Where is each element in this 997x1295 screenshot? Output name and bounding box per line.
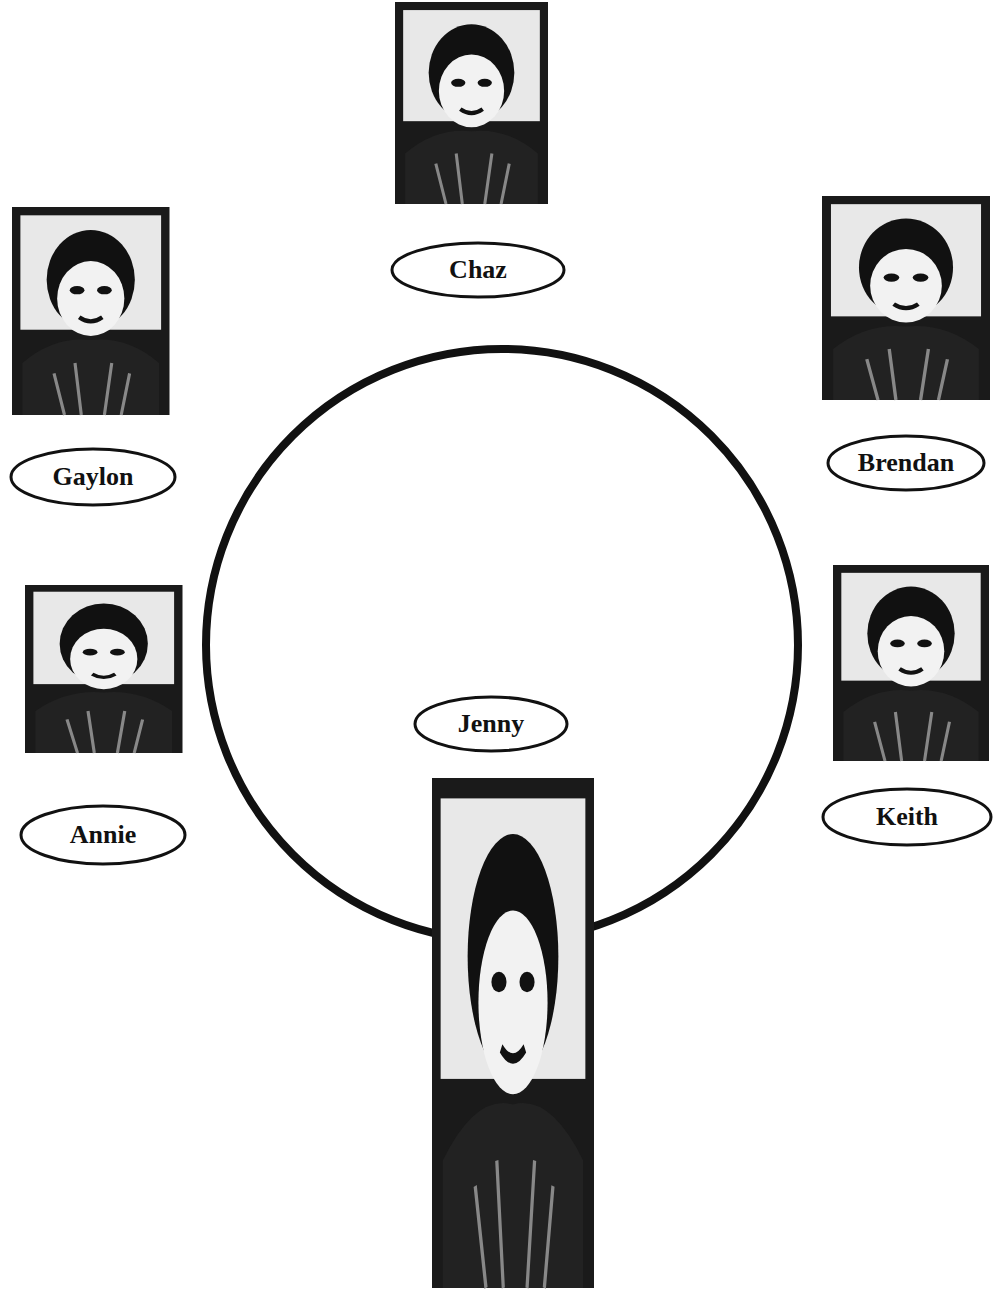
portrait-photo bbox=[395, 2, 548, 204]
portrait-photo bbox=[12, 207, 170, 415]
person-name: Annie bbox=[70, 821, 136, 850]
portrait-photo bbox=[432, 778, 594, 1288]
person-name: Brendan bbox=[858, 449, 954, 478]
portrait-photo bbox=[822, 196, 990, 400]
portrait-photo bbox=[833, 565, 989, 761]
name-oval: Jenny bbox=[413, 695, 569, 753]
name-oval: Gaylon bbox=[9, 447, 177, 507]
name-oval: Chaz bbox=[390, 241, 566, 299]
person-name: Gaylon bbox=[53, 463, 134, 492]
name-oval: Brendan bbox=[826, 434, 986, 492]
name-oval: Keith bbox=[821, 787, 993, 847]
person-name: Chaz bbox=[449, 256, 507, 285]
portrait-photo bbox=[25, 585, 183, 753]
person-name: Keith bbox=[876, 803, 938, 832]
name-oval: Annie bbox=[19, 804, 187, 866]
person-name: Jenny bbox=[458, 710, 524, 739]
